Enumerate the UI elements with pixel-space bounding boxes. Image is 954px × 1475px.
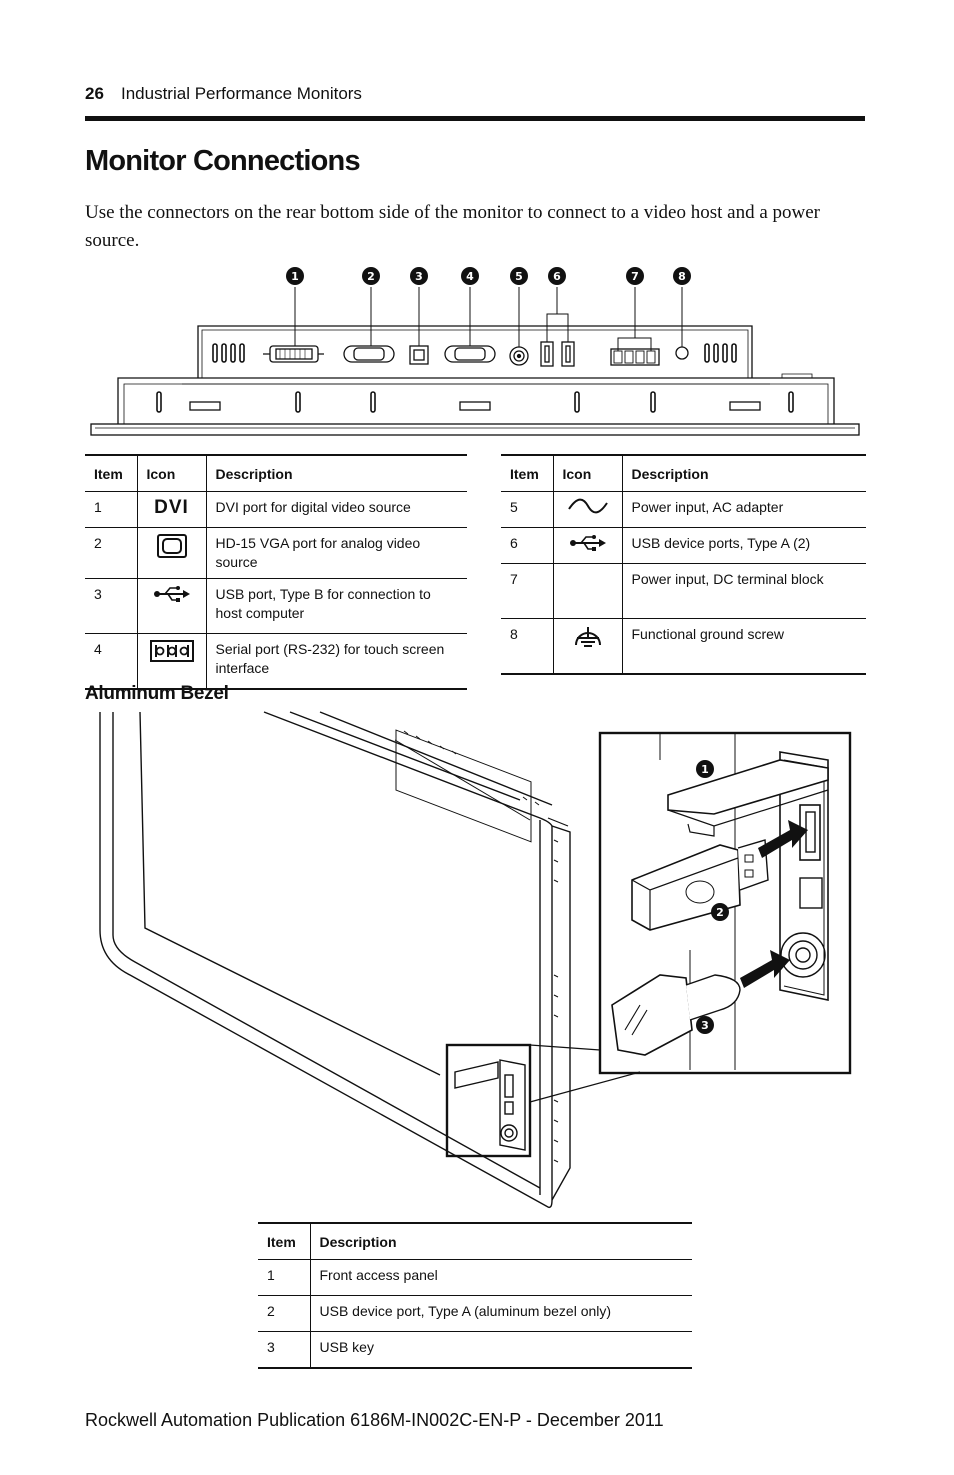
- rear-callout: 8: [678, 270, 686, 283]
- intro-paragraph: Use the connectors on the rear bottom si…: [85, 202, 820, 251]
- col-header-item: Item: [501, 454, 554, 492]
- footer-publication: Rockwell Automation Publication 6186M-IN…: [85, 1410, 664, 1430]
- page-number: 26: [85, 84, 104, 103]
- item-number: 6: [501, 527, 554, 564]
- table-row: 4 Serial port (RS-232) for touch screen …: [85, 633, 467, 690]
- col-header-item: Item: [85, 454, 138, 492]
- aluminum-bezel-illustration: 1 2 3: [99, 711, 852, 1209]
- description: USB key: [310, 1331, 692, 1369]
- col-header-description: Description: [206, 454, 467, 492]
- description: Power input, DC terminal block: [622, 563, 866, 619]
- description: USB device port, Type A (aluminum bezel …: [310, 1295, 692, 1332]
- table-row: 5 Power input, AC adapter: [501, 491, 866, 528]
- dvi-icon-label: DVI: [154, 497, 189, 518]
- item-number: 1: [85, 491, 138, 528]
- section-heading-aluminum-bezel: Aluminum Bezel: [85, 683, 229, 704]
- table-row: 1 Front access panel: [258, 1259, 692, 1296]
- serial-icon: [137, 633, 207, 690]
- description: DVI port for digital video source: [206, 491, 467, 528]
- rear-connectors-illustration: 1 2 3 4 5 6 7 8: [90, 267, 860, 436]
- rear-callout: 2: [367, 270, 375, 283]
- table-row: 2 USB device port, Type A (aluminum beze…: [258, 1295, 692, 1332]
- description: USB port, Type B for connection to host …: [206, 578, 467, 634]
- item-number: 1: [258, 1259, 311, 1296]
- item-number: 4: [85, 633, 138, 690]
- rear-callout: 1: [291, 270, 299, 283]
- vga-icon: [137, 527, 207, 579]
- rear-callout: 6: [553, 270, 561, 283]
- ac-wave-icon: [553, 491, 623, 528]
- table-row: 2 HD-15 VGA port for analog video source: [85, 527, 467, 579]
- empty-icon-cell: [553, 563, 623, 619]
- usb-icon: [553, 527, 623, 564]
- item-number: 8: [501, 618, 554, 675]
- bezel-callout: 1: [701, 763, 709, 776]
- item-number: 2: [258, 1295, 311, 1332]
- rear-callout: 3: [415, 270, 423, 283]
- dvi-icon: DVI: [137, 491, 207, 528]
- item-number: 7: [501, 563, 554, 619]
- bezel-callout: 2: [716, 906, 724, 919]
- item-number: 3: [258, 1331, 311, 1369]
- description: Functional ground screw: [622, 618, 866, 675]
- col-header-description: Description: [622, 454, 866, 492]
- col-header-description: Description: [310, 1222, 692, 1260]
- table-row: 8 Functional ground screw: [501, 618, 866, 675]
- usb-icon: [137, 578, 207, 634]
- table-row: 3 USB key: [258, 1331, 692, 1369]
- description: HD-15 VGA port for analog video source: [206, 527, 467, 579]
- description: USB device ports, Type A (2): [622, 527, 866, 564]
- col-header-icon: Icon: [137, 454, 207, 492]
- connections-table-left: Item Icon Description 1 DVI DVI port for…: [85, 454, 467, 690]
- connections-table-right: Item Icon Description 5 Power input, AC …: [501, 454, 866, 675]
- item-number: 2: [85, 527, 138, 579]
- page-title: Monitor Connections: [85, 145, 361, 177]
- header-rule: [85, 116, 865, 121]
- col-header-icon: Icon: [553, 454, 623, 492]
- item-number: 5: [501, 491, 554, 528]
- rear-callout: 5: [515, 270, 523, 283]
- table-row: 1 DVI DVI port for digital video source: [85, 491, 467, 528]
- rear-callout: 7: [631, 270, 639, 283]
- col-header-item: Item: [258, 1222, 311, 1260]
- description: Serial port (RS-232) for touch screen in…: [206, 633, 467, 690]
- description: Front access panel: [310, 1259, 692, 1296]
- running-title: Industrial Performance Monitors: [121, 84, 362, 103]
- ground-icon: [553, 618, 623, 675]
- bezel-table: Item Description 1 Front access panel 2 …: [258, 1222, 692, 1369]
- item-number: 3: [85, 578, 138, 634]
- description: Power input, AC adapter: [622, 491, 866, 528]
- rear-callout: 4: [466, 270, 474, 283]
- table-row: 7 Power input, DC terminal block: [501, 563, 866, 619]
- bezel-callout: 3: [701, 1019, 709, 1032]
- table-row: 3 USB port, Type B for connection to hos…: [85, 578, 467, 634]
- table-row: 6 USB device ports, Type A (2): [501, 527, 866, 564]
